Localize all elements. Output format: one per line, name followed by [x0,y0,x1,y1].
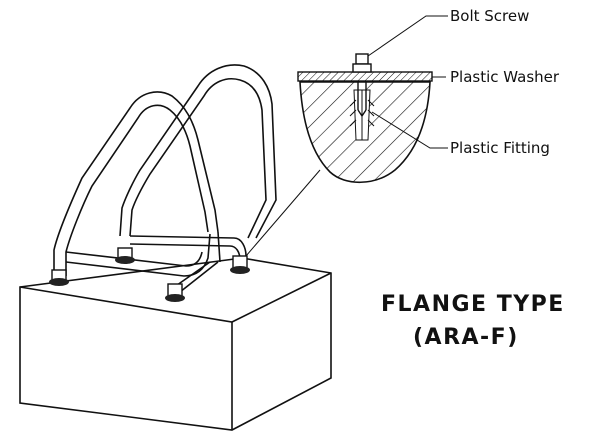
flange-detail-section [297,53,433,183]
label-plastic-fitting: Plastic Fitting [450,139,550,157]
flange-foot [115,247,135,264]
detail-leader-line [245,169,321,257]
flange-foot [230,255,250,274]
label-bolt-screw: Bolt Screw [450,7,529,25]
flange-foot [165,283,185,302]
bolt-screw [352,53,372,118]
plastic-washer [297,71,433,82]
flange-feet [49,247,250,302]
flange-foot [49,269,69,286]
diagram-title-line1: FLANGE TYPE [381,292,565,317]
diagram-title-line2: (ARA-F) [413,325,519,350]
label-plastic-washer: Plastic Washer [450,68,560,86]
callout-leaders [367,15,448,149]
